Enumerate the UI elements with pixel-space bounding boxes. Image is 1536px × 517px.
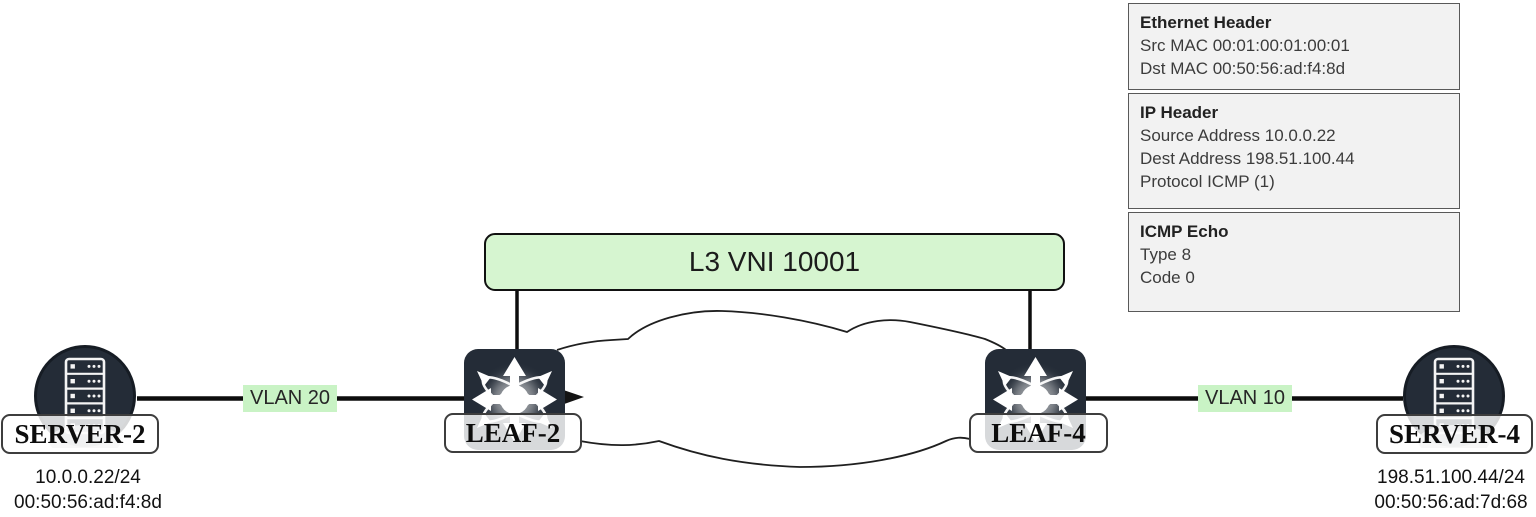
ip-header-section: IP Header Source Address 10.0.0.22 Dest … — [1128, 93, 1460, 209]
packet-field: Source Address 10.0.0.22 — [1140, 126, 1336, 145]
server2-ip: 10.0.0.22/24 — [35, 467, 141, 488]
server4-addresses: 198.51.100.44/24 00:50:56:ad:7d:68 — [1363, 465, 1536, 515]
packet-inspector-panel: Ethernet Header Src MAC 00:01:00:01:00:0… — [1128, 3, 1460, 315]
network-cloud — [556, 310, 1007, 351]
packet-field: Dst MAC 00:50:56:ad:f4:8d — [1140, 59, 1346, 78]
section-title: Ethernet Header — [1140, 13, 1272, 32]
server2-mac: 00:50:56:ad:f4:8d — [14, 492, 162, 513]
leaf4-label: LEAF-4 — [969, 413, 1108, 453]
packet-field: Protocol ICMP (1) — [1140, 172, 1275, 191]
packet-field: Type 8 — [1140, 245, 1192, 264]
l3-vni-box[interactable]: L3 VNI 10001 — [484, 233, 1065, 291]
vlan-10-label: VLAN 10 — [1198, 385, 1293, 412]
section-title: ICMP Echo — [1140, 222, 1229, 241]
ethernet-header-section: Ethernet Header Src MAC 00:01:00:01:00:0… — [1128, 3, 1460, 90]
vlan-20-label: VLAN 20 — [243, 385, 338, 412]
packet-field: Code 0 — [1140, 268, 1195, 287]
packet-field: Dest Address 198.51.100.44 — [1140, 149, 1355, 168]
leaf2-label: LEAF-2 — [444, 413, 582, 453]
section-title: IP Header — [1140, 103, 1219, 122]
server2-label: SERVER-2 — [1, 414, 159, 454]
packet-field: Src MAC 00:01:00:01:00:01 — [1140, 36, 1350, 55]
server2-addresses: 10.0.0.22/24 00:50:56:ad:f4:8d — [0, 465, 176, 515]
network-cloud-bottom — [579, 436, 971, 468]
server4-mac: 00:50:56:ad:7d:68 — [1374, 492, 1528, 513]
server4-ip: 198.51.100.44/24 — [1377, 467, 1525, 488]
icmp-echo-section: ICMP Echo Type 8 Code 0 — [1128, 212, 1460, 312]
cloud-tail-cusp — [559, 388, 584, 406]
server4-label: SERVER-4 — [1376, 414, 1533, 454]
